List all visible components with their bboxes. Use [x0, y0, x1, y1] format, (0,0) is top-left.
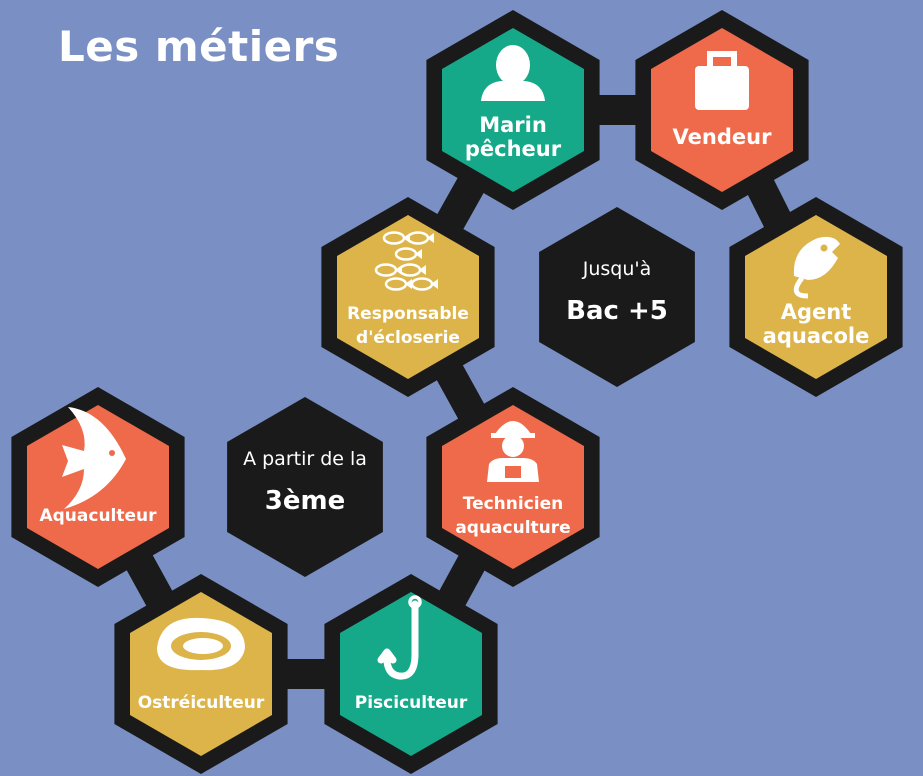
angelfish-icon — [62, 407, 126, 509]
hex-fill — [442, 28, 584, 192]
node-label-line: Ostréiculteur — [138, 693, 265, 713]
node-label-line: Aquaculteur — [39, 506, 157, 526]
fish-hook-icon — [377, 595, 422, 680]
node-label-line: Vendeur — [673, 125, 773, 149]
hex-fill — [745, 215, 887, 379]
fish-on-hook-icon — [793, 236, 840, 299]
info-big-text: 3ème — [265, 486, 345, 516]
node-aquaculteur: Aquaculteur — [11, 387, 185, 587]
node-label-line: Pisciculteur — [355, 693, 468, 713]
info-small-text: Jusqu'à — [582, 258, 652, 280]
node-responsable-ecloserie: Responsable d'écloserie — [321, 197, 495, 397]
node-label-line: pêcheur — [465, 137, 562, 161]
hex-fill — [337, 215, 479, 379]
worker-helmet-icon — [487, 421, 539, 482]
node-label-line: Agent — [781, 300, 852, 324]
person-icon — [481, 45, 545, 101]
shopping-bag-icon — [695, 51, 749, 110]
page-title: Les métiers — [58, 22, 340, 71]
info-big-text: Bac +5 — [566, 296, 668, 326]
info-hex-shape — [227, 397, 383, 577]
node-ostreiculteur: Ostréiculteur — [114, 574, 288, 774]
info-hex-shape — [539, 207, 695, 387]
node-technicien-aquaculture: Technicien aquaculture — [426, 387, 600, 587]
hex-fill — [442, 405, 584, 569]
node-label-line: d'écloserie — [356, 328, 460, 348]
info-hex-min-level: A partir de la 3ème — [227, 397, 383, 577]
node-label-line: aquacole — [763, 324, 870, 348]
node-vendeur: Vendeur — [635, 10, 809, 210]
info-small-text: A partir de la — [243, 448, 367, 470]
node-label-line: Responsable — [347, 304, 469, 324]
node-pisciculteur: Pisciculteur — [324, 574, 498, 774]
node-label-line: Marin — [479, 113, 547, 137]
oyster-icon — [157, 617, 245, 671]
node-label-line: Technicien — [463, 494, 564, 514]
fish-school-icon — [374, 231, 438, 291]
node-label-line: aquaculture — [455, 518, 570, 538]
